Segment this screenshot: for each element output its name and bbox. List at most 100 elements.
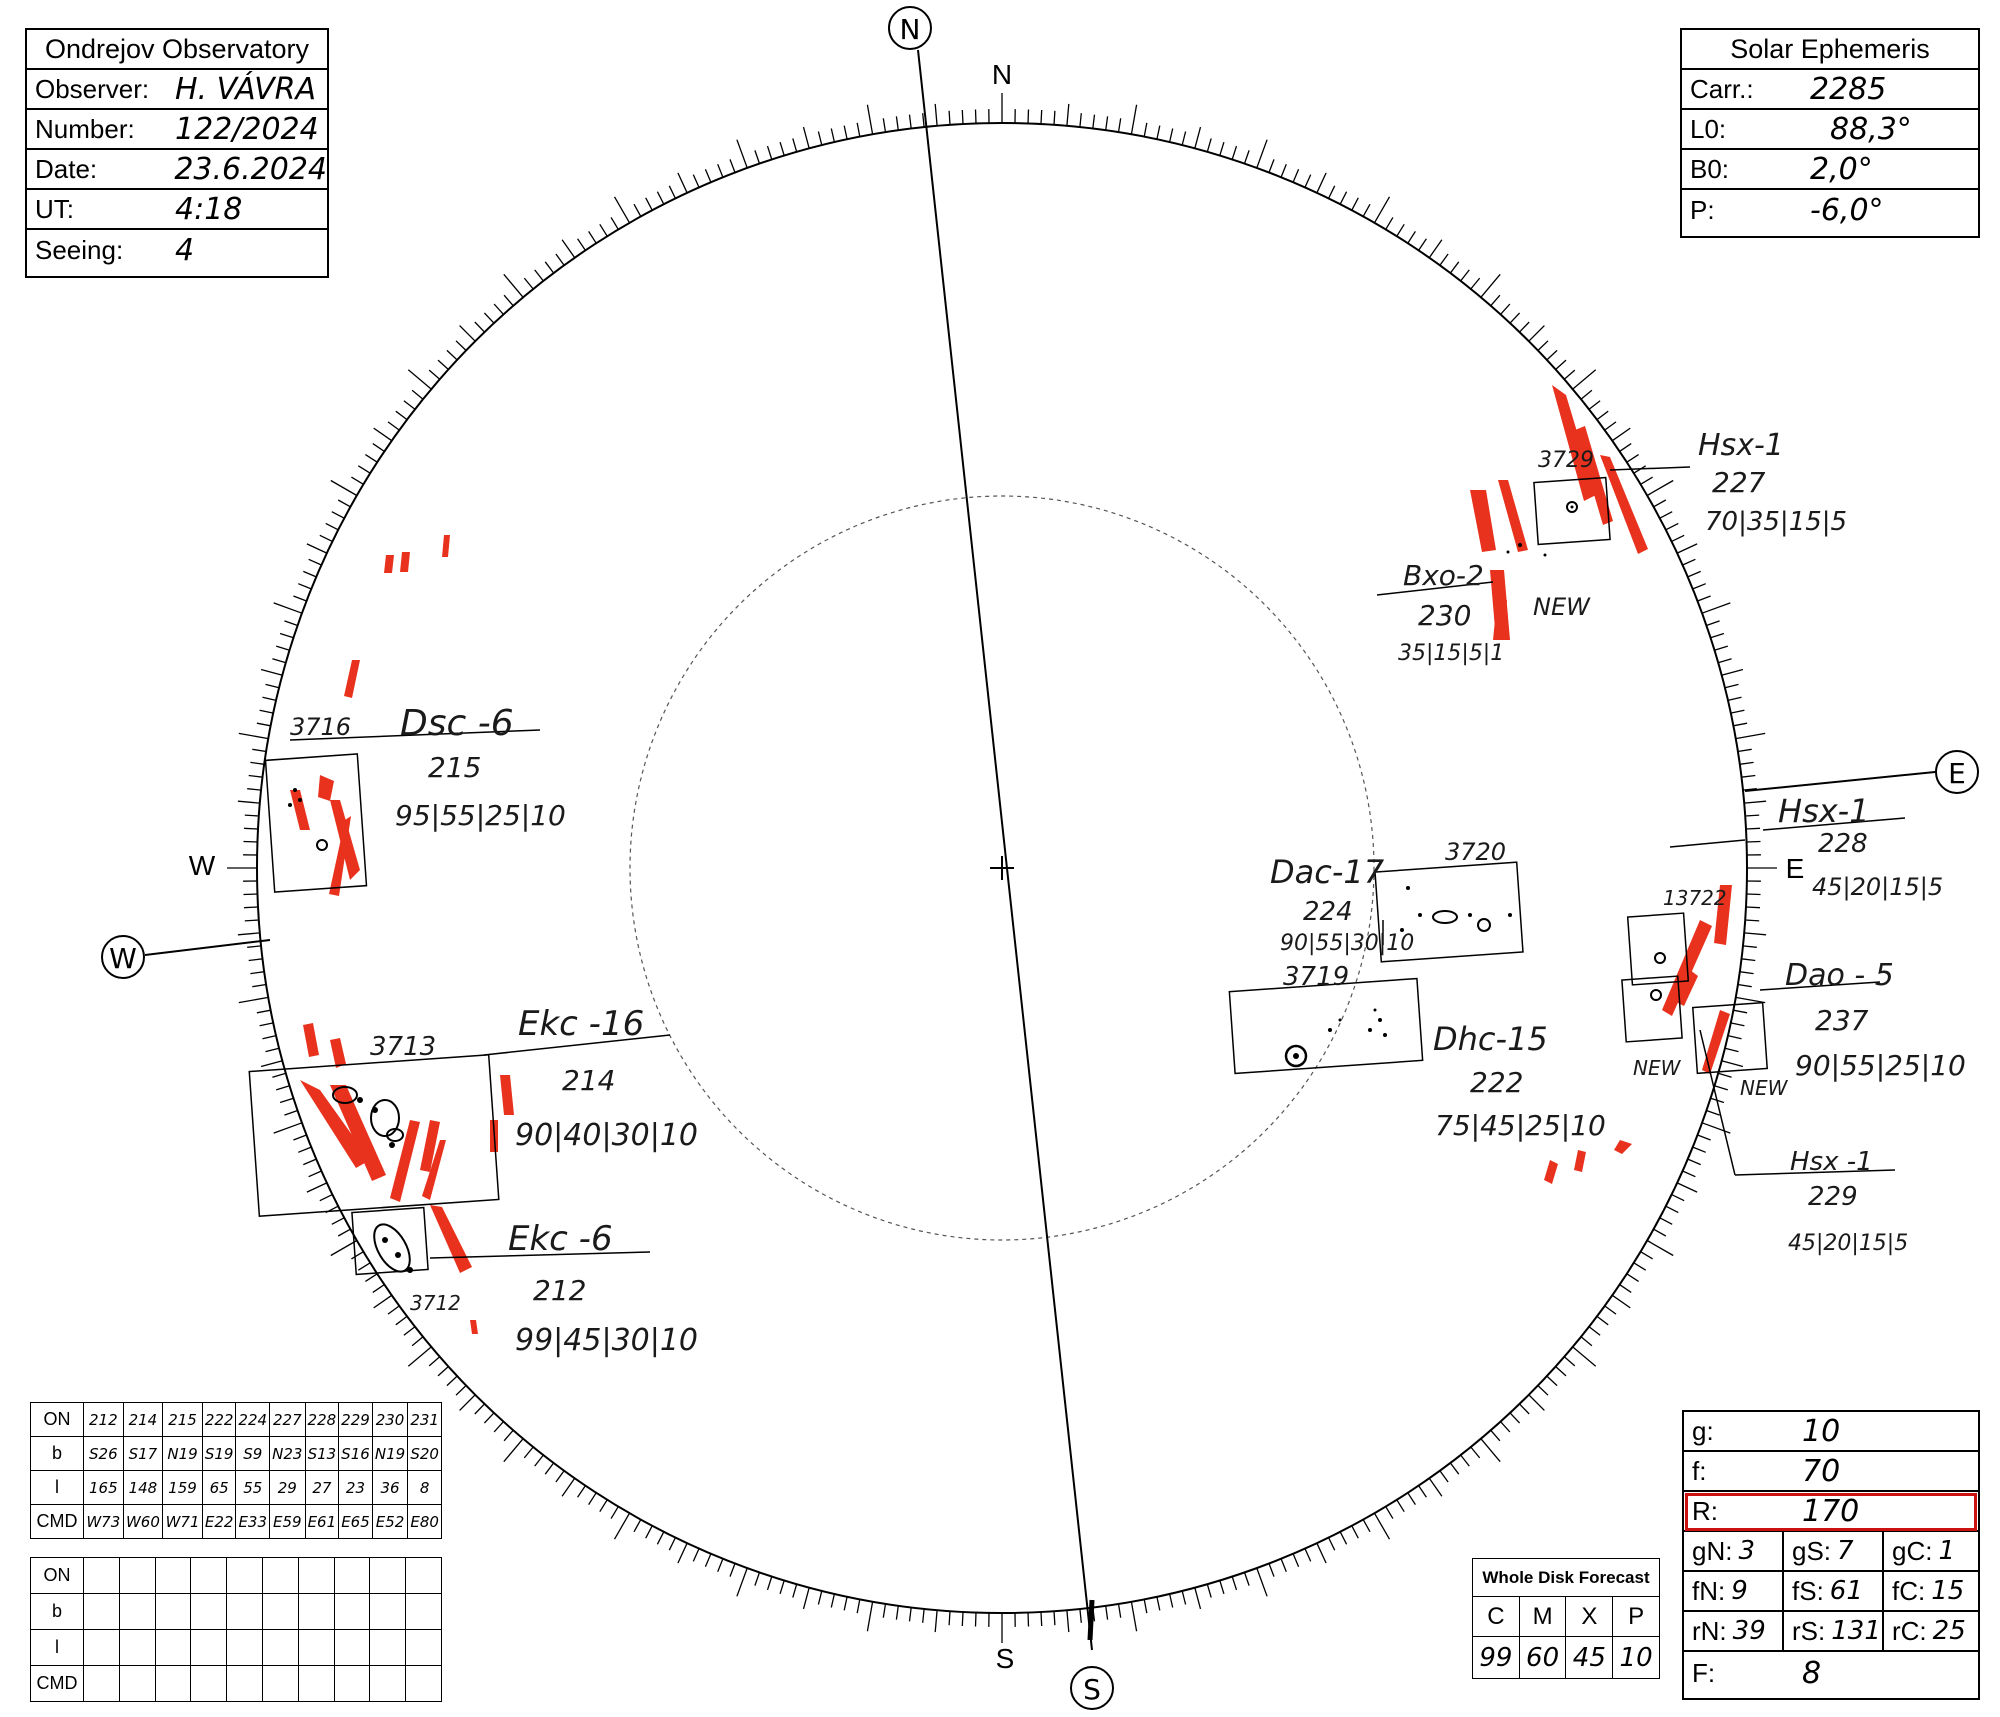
limb-tick — [357, 465, 371, 474]
gn-cell: gN:3 — [1684, 1532, 1784, 1570]
leader-3730 — [1376, 581, 1494, 596]
limb-tick — [1555, 359, 1567, 370]
limb-tick — [1105, 1605, 1109, 1620]
limb-tick — [357, 1262, 371, 1271]
limb-tick — [1676, 1182, 1698, 1193]
b0-label: B0: — [1690, 153, 1730, 184]
observatory-title-row: Ondrejov Observatory — [27, 30, 327, 70]
limb-tick — [1537, 340, 1549, 351]
limb-tick — [1714, 645, 1728, 651]
class-3713: Ekc -16 — [518, 1004, 644, 1044]
label-n: N — [992, 59, 1012, 90]
l0-label: L0: — [1690, 113, 1727, 144]
limb-tick — [882, 1603, 887, 1618]
limb-tick — [1528, 325, 1545, 342]
rc-label: rC: — [1892, 1615, 1927, 1646]
limb-tick — [534, 1454, 544, 1467]
label-w: W — [189, 850, 216, 881]
limb-tick — [247, 788, 262, 791]
cell: 227 — [269, 1402, 306, 1437]
limb-tick — [817, 131, 823, 146]
limb-tick — [613, 1512, 631, 1540]
limb-tick — [717, 164, 724, 178]
limb-tick — [1646, 1239, 1674, 1257]
limb-tick — [248, 774, 263, 778]
limb-tick — [293, 1134, 307, 1141]
limb-tick — [1231, 1576, 1238, 1591]
gn-label: gN: — [1692, 1535, 1733, 1566]
limb-tick — [303, 570, 317, 578]
limb-tick — [276, 645, 290, 651]
limb-tick — [1168, 128, 1174, 143]
limb-tick — [1640, 476, 1653, 485]
limb-tick — [895, 1605, 899, 1620]
cell: S17 — [122, 1436, 164, 1471]
limb-tick — [308, 1170, 322, 1178]
limb-tick — [373, 1294, 393, 1309]
limb-tick — [503, 1438, 524, 1463]
limb-tick — [237, 800, 260, 804]
params-3719: 75|45|25|10 — [1435, 1109, 1606, 1142]
limb-tick — [319, 534, 333, 542]
limb-tick — [276, 1085, 290, 1091]
circled-n-marker — [888, 6, 932, 50]
circled-w-text: W — [109, 942, 137, 975]
limb-tick — [1737, 748, 1752, 753]
g-value: 10 — [1802, 1413, 1841, 1449]
seeing-value: 4 — [175, 232, 195, 268]
limb-tick — [1604, 1305, 1617, 1315]
cell: S16 — [338, 1436, 373, 1471]
limb-tick — [1611, 427, 1631, 442]
limb-tick — [1697, 595, 1711, 602]
limb-tick — [284, 1109, 298, 1116]
params-3720: 90|55|30|10 — [1280, 931, 1414, 956]
forecast-header-p: P — [1612, 1596, 1660, 1637]
limb-tick — [1717, 1072, 1732, 1078]
limb-tick — [1328, 1537, 1336, 1551]
limb-tick — [588, 231, 597, 244]
limb-tick — [407, 369, 432, 390]
limb-tick — [259, 709, 274, 714]
cell: E65 — [338, 1504, 373, 1539]
box-3716 — [264, 753, 368, 893]
limb-tick — [610, 217, 619, 230]
limb-tick — [1563, 369, 1576, 380]
limb-tick — [474, 1403, 485, 1415]
limb-tick — [1040, 109, 1043, 125]
limb-tick — [1701, 1122, 1731, 1134]
number-value: 122/2024 — [175, 111, 319, 147]
box-3729 — [1533, 476, 1611, 546]
limb-tick — [922, 113, 925, 128]
box-3720 — [1374, 861, 1524, 963]
limb-tick — [645, 1525, 653, 1539]
limb-tick — [1528, 1394, 1545, 1411]
observer-value: H. VÁVRA — [175, 71, 317, 107]
limb-tick — [252, 748, 267, 753]
limb-tick — [243, 906, 259, 909]
south-pointer — [1087, 1599, 1095, 1641]
fn-cell: fN:9 — [1684, 1572, 1784, 1610]
limb-tick — [830, 128, 836, 143]
r-row: R: 170 — [1684, 1492, 1978, 1532]
limb-tick — [273, 602, 303, 614]
limb-tick — [1362, 203, 1371, 217]
limb-tick — [1727, 696, 1742, 702]
observatory-title: Ondrejov Observatory — [44, 33, 310, 64]
limb-tick — [272, 1072, 287, 1078]
limb-tick — [1687, 1158, 1701, 1166]
limb-tick — [729, 159, 736, 173]
limb-tick — [330, 1239, 358, 1257]
label-s: S — [996, 1643, 1015, 1674]
limb-tick — [1280, 164, 1287, 178]
limb-tick — [1407, 231, 1416, 244]
cell: 27 — [304, 1470, 340, 1505]
fs-cell: fS:61 — [1784, 1572, 1884, 1610]
limb-tick — [493, 1421, 504, 1433]
limb-tick — [1619, 443, 1632, 452]
cell: N19 — [162, 1436, 203, 1471]
limb-tick — [1737, 983, 1752, 988]
limb-tick — [303, 1158, 317, 1166]
limb-tick — [656, 1531, 665, 1545]
limb-tick — [599, 223, 608, 237]
leader-3722 — [1669, 839, 1746, 848]
